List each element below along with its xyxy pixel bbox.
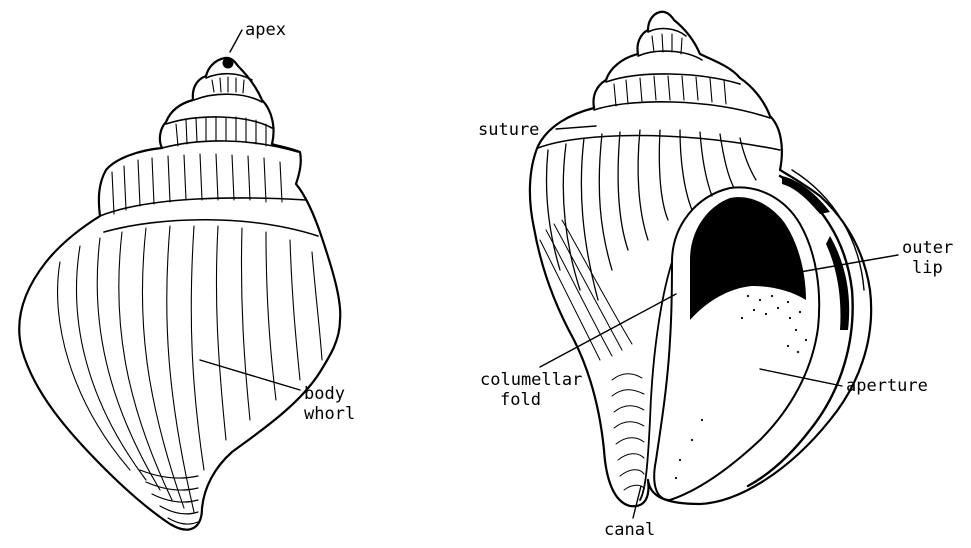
label-body-whorl-line2: whorl bbox=[304, 404, 355, 424]
label-outer-lip: outer lip bbox=[902, 238, 953, 278]
left-shell-outline bbox=[19, 58, 340, 530]
label-canal-text: canal bbox=[604, 520, 655, 540]
label-aperture-text: aperture bbox=[846, 376, 928, 396]
label-aperture: aperture bbox=[846, 376, 928, 396]
label-suture: suture bbox=[478, 120, 539, 140]
canal-leader bbox=[633, 486, 641, 518]
columellar-fold-leader bbox=[540, 294, 676, 367]
left-shell bbox=[19, 30, 340, 530]
label-outer-lip-line1: outer bbox=[902, 238, 953, 258]
label-canal: canal bbox=[604, 520, 655, 540]
suture-leader bbox=[556, 126, 596, 129]
label-columellar-fold-line2: fold bbox=[480, 390, 582, 410]
body-whorl-leader bbox=[200, 360, 300, 390]
right-shell bbox=[530, 12, 898, 518]
left-apex-tip bbox=[223, 58, 233, 68]
label-body-whorl-line1: body bbox=[304, 384, 355, 404]
label-apex-text: apex bbox=[245, 20, 286, 40]
label-apex: apex bbox=[245, 20, 286, 40]
aperture-stipple bbox=[675, 295, 807, 479]
label-suture-text: suture bbox=[478, 120, 539, 140]
label-columellar-fold-line1: columellar bbox=[480, 370, 582, 390]
label-columellar-fold: columellar fold bbox=[480, 370, 582, 410]
apex-leader bbox=[230, 30, 242, 52]
label-outer-lip-line2: lip bbox=[902, 258, 953, 278]
label-body-whorl: body whorl bbox=[304, 384, 355, 424]
